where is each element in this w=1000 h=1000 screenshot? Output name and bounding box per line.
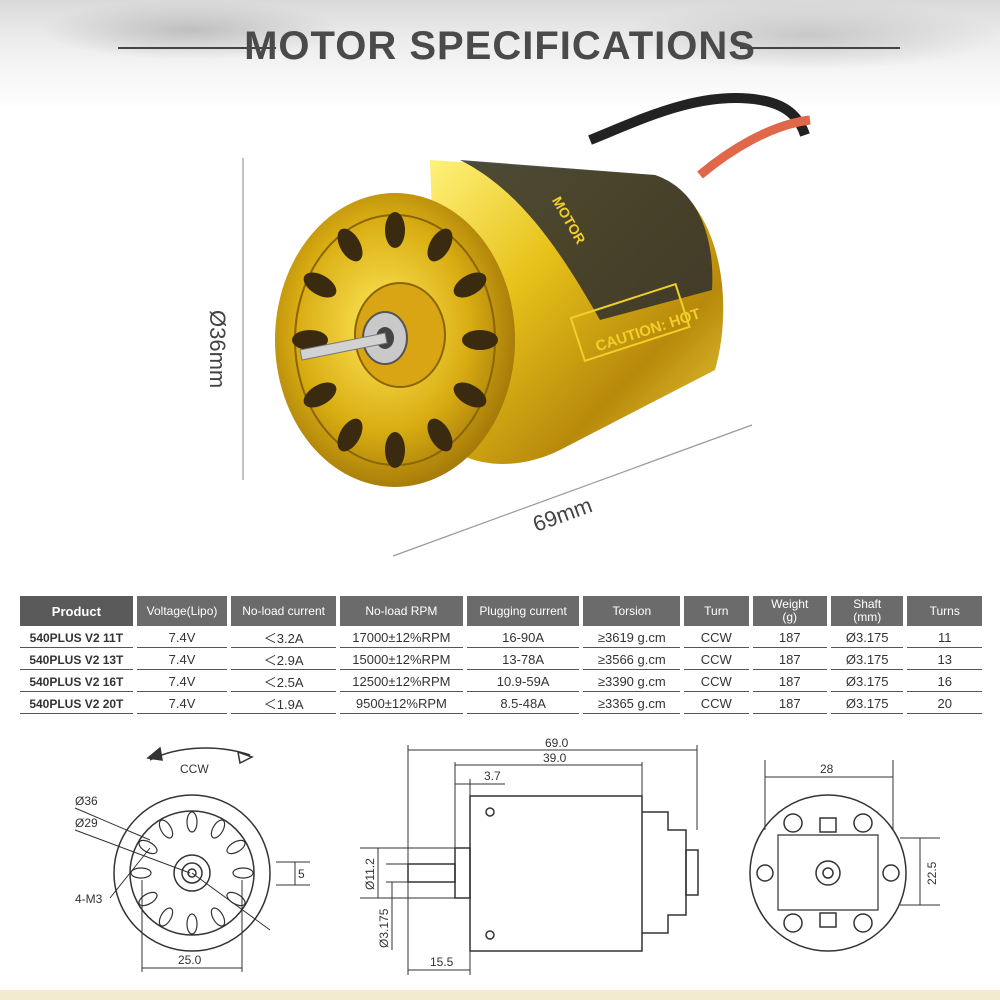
cell-weight: 187 <box>752 628 827 648</box>
spec-table: Product Voltage(Lipo) No-load current No… <box>16 594 986 716</box>
col-noload-current: No-load current <box>231 596 336 626</box>
col-shaft: Shaft (mm) <box>830 596 904 626</box>
cell-voltage: 7.4V <box>136 694 228 714</box>
cell-turns: 16 <box>907 672 982 692</box>
side-step-length: 3.7 <box>484 769 501 783</box>
cell-noload-current: ＜1.9A <box>231 694 336 714</box>
shaft <box>299 332 388 361</box>
side-can-length: 39.0 <box>543 751 567 765</box>
rear-width-label: 28 <box>820 762 834 776</box>
cell-noload-rpm: 15000±12%RPM <box>339 650 463 670</box>
cell-product: 540PLUS V2 13T <box>20 650 133 670</box>
cell-voltage: 7.4V <box>136 672 228 692</box>
table-row: 540PLUS V2 20T 7.4V ＜1.9A 9500±12%RPM 8.… <box>20 694 982 714</box>
cell-noload-current: ＜3.2A <box>231 628 336 648</box>
cell-weight: 187 <box>752 650 827 670</box>
front-inner-diameter: Ø29 <box>75 816 98 830</box>
table-row: 540PLUS V2 11T 7.4V ＜3.2A 17000±12%RPM 1… <box>20 628 982 648</box>
table-row: 540PLUS V2 13T 7.4V ＜2.9A 15000±12%RPM 1… <box>20 650 982 670</box>
table-header-row: Product Voltage(Lipo) No-load current No… <box>20 596 982 626</box>
col-noload-rpm: No-load RPM <box>339 596 463 626</box>
col-turn: Turn <box>684 596 749 626</box>
side-boss-diameter: Ø11.2 <box>363 858 377 890</box>
cell-noload-current: ＜2.5A <box>231 672 336 692</box>
col-torsion: Torsion <box>583 596 681 626</box>
front-outer-diameter: Ø36 <box>75 794 98 808</box>
col-voltage: Voltage(Lipo) <box>136 596 228 626</box>
header-brush-right <box>620 0 1000 70</box>
cell-shaft: Ø3.175 <box>830 628 904 648</box>
side-view: 69.0 39.0 3.7 Ø11.2 Ø3.175 15.5 <box>360 736 699 975</box>
cell-noload-rpm: 12500±12%RPM <box>339 672 463 692</box>
header: MOTOR SPECIFICATIONS <box>0 22 1000 72</box>
col-product: Product <box>20 596 133 626</box>
motor-photo: CAUTION: HOT MOTOR <box>242 93 811 557</box>
cell-turn: CCW <box>684 694 749 714</box>
cell-turn: CCW <box>684 672 749 692</box>
cell-turns: 11 <box>907 628 982 648</box>
cell-torsion: ≥3390 g.cm <box>583 672 681 692</box>
bottom-strip <box>0 990 1000 1000</box>
cell-turns: 13 <box>907 650 982 670</box>
col-turns: Turns <box>907 596 982 626</box>
front-offset-label: 5 <box>298 867 305 881</box>
col-weight: Weight (g) <box>752 596 827 626</box>
table-row: 540PLUS V2 16T 7.4V ＜2.5A 12500±12%RPM 1… <box>20 672 982 692</box>
diameter-label: Ø36mm <box>205 310 230 389</box>
page-title: MOTOR SPECIFICATIONS <box>244 24 756 68</box>
cell-turns: 20 <box>907 694 982 714</box>
side-shaft-diameter: Ø3.175 <box>377 908 391 948</box>
red-wire <box>697 115 811 179</box>
cell-voltage: 7.4V <box>136 628 228 648</box>
cell-plugging-current: 8.5-48A <box>466 694 580 714</box>
cell-plugging-current: 16-90A <box>466 628 580 648</box>
cell-product: 540PLUS V2 11T <box>20 628 133 648</box>
length-dimension-line <box>392 424 753 557</box>
cell-shaft: Ø3.175 <box>830 650 904 670</box>
cell-product: 540PLUS V2 20T <box>20 694 133 714</box>
cell-product: 540PLUS V2 16T <box>20 672 133 692</box>
header-brush-left <box>40 0 340 60</box>
technical-drawings: CCW Ø36 Ø29 4-M3 5 <box>74 736 940 975</box>
caution-box <box>569 282 691 363</box>
col-plugging-current: Plugging current <box>466 596 580 626</box>
cell-weight: 187 <box>752 672 827 692</box>
cell-plugging-current: 13-78A <box>466 650 580 670</box>
front-holes-label: 4-M3 <box>75 892 103 906</box>
cell-noload-rpm: 9500±12%RPM <box>339 694 463 714</box>
front-width-label: 25.0 <box>178 953 202 967</box>
front-rotation-label: CCW <box>180 762 209 776</box>
cell-turn: CCW <box>684 650 749 670</box>
side-shaft-length: 15.5 <box>430 955 454 969</box>
cell-noload-rpm: 17000±12%RPM <box>339 628 463 648</box>
cell-noload-current: ＜2.9A <box>231 650 336 670</box>
cell-shaft: Ø3.175 <box>830 672 904 692</box>
title-rule-left <box>118 47 276 49</box>
cell-weight: 187 <box>752 694 827 714</box>
side-total-length: 69.0 <box>545 736 569 750</box>
cell-voltage: 7.4V <box>136 650 228 670</box>
rear-height-label: 22.5 <box>925 861 939 885</box>
title-rule-right <box>740 47 900 49</box>
cell-turn: CCW <box>684 628 749 648</box>
cell-torsion: ≥3365 g.cm <box>583 694 681 714</box>
cell-shaft: Ø3.175 <box>830 694 904 714</box>
front-view: CCW Ø36 Ø29 4-M3 5 <box>74 746 310 972</box>
cell-torsion: ≥3619 g.cm <box>583 628 681 648</box>
can-graphic <box>460 160 713 320</box>
rear-view: 28 22.5 <box>749 760 940 952</box>
vent-slots <box>292 212 498 468</box>
cell-torsion: ≥3566 g.cm <box>583 650 681 670</box>
cell-plugging-current: 10.9-59A <box>466 672 580 692</box>
